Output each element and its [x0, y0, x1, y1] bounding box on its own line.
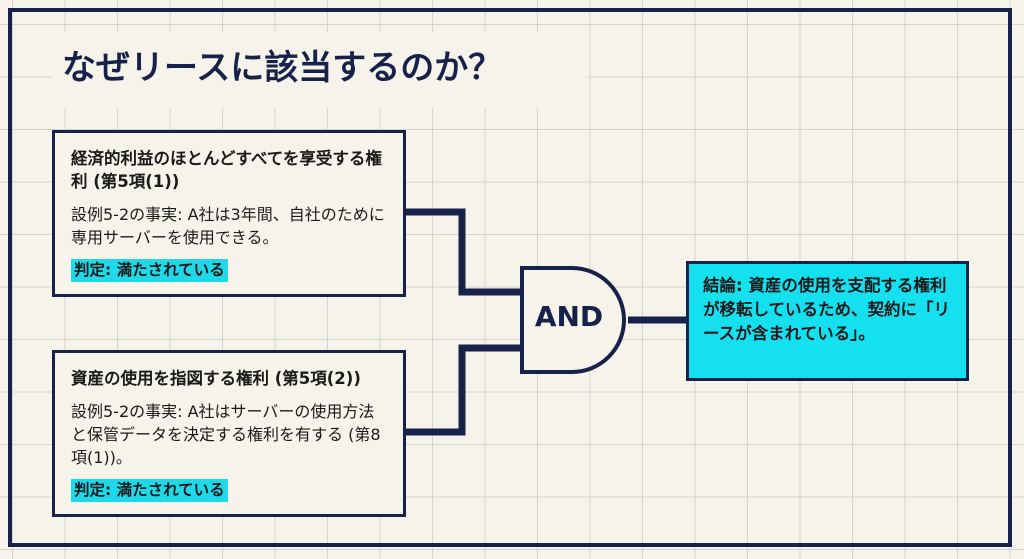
wire-input-2: [406, 344, 522, 436]
input-box-2: 資産の使用を指図する権利 (第5項(2)) 設例5-2の事実: A社はサーバーの…: [52, 350, 406, 517]
input-heading: 資産の使用を指図する権利 (第5項(2)): [71, 369, 361, 388]
conclusion-box: 結論: 資産の使用を支配する権利が移転しているため、契約に「リースが含まれている…: [686, 261, 969, 381]
and-gate-shape: [520, 266, 626, 374]
input-box-1: 経済的利益のほとんどすべてを享受する権利 (第5項(1)) 設例5-2の事実: …: [52, 130, 406, 297]
input-heading: 経済的利益のほとんどすべてを享受する権利 (第5項(1)): [71, 149, 382, 191]
input-fact: 設例5-2の事実: A社は3年間、自社のために専用サーバーを使用できる。: [71, 205, 385, 247]
input-fact: 設例5-2の事実: A社はサーバーの使用方法と保管データを決定する権利を有する …: [71, 402, 381, 467]
verdict-badge: 判定: 満たされている: [71, 479, 228, 502]
verdict-badge: 判定: 満たされている: [71, 259, 228, 282]
page-title: なぜリースに該当するのか？: [62, 48, 503, 88]
title-background: [52, 32, 587, 108]
outer-frame: [8, 8, 1012, 547]
and-gate-label: AND: [534, 300, 604, 333]
wire-input-1: [406, 208, 522, 296]
